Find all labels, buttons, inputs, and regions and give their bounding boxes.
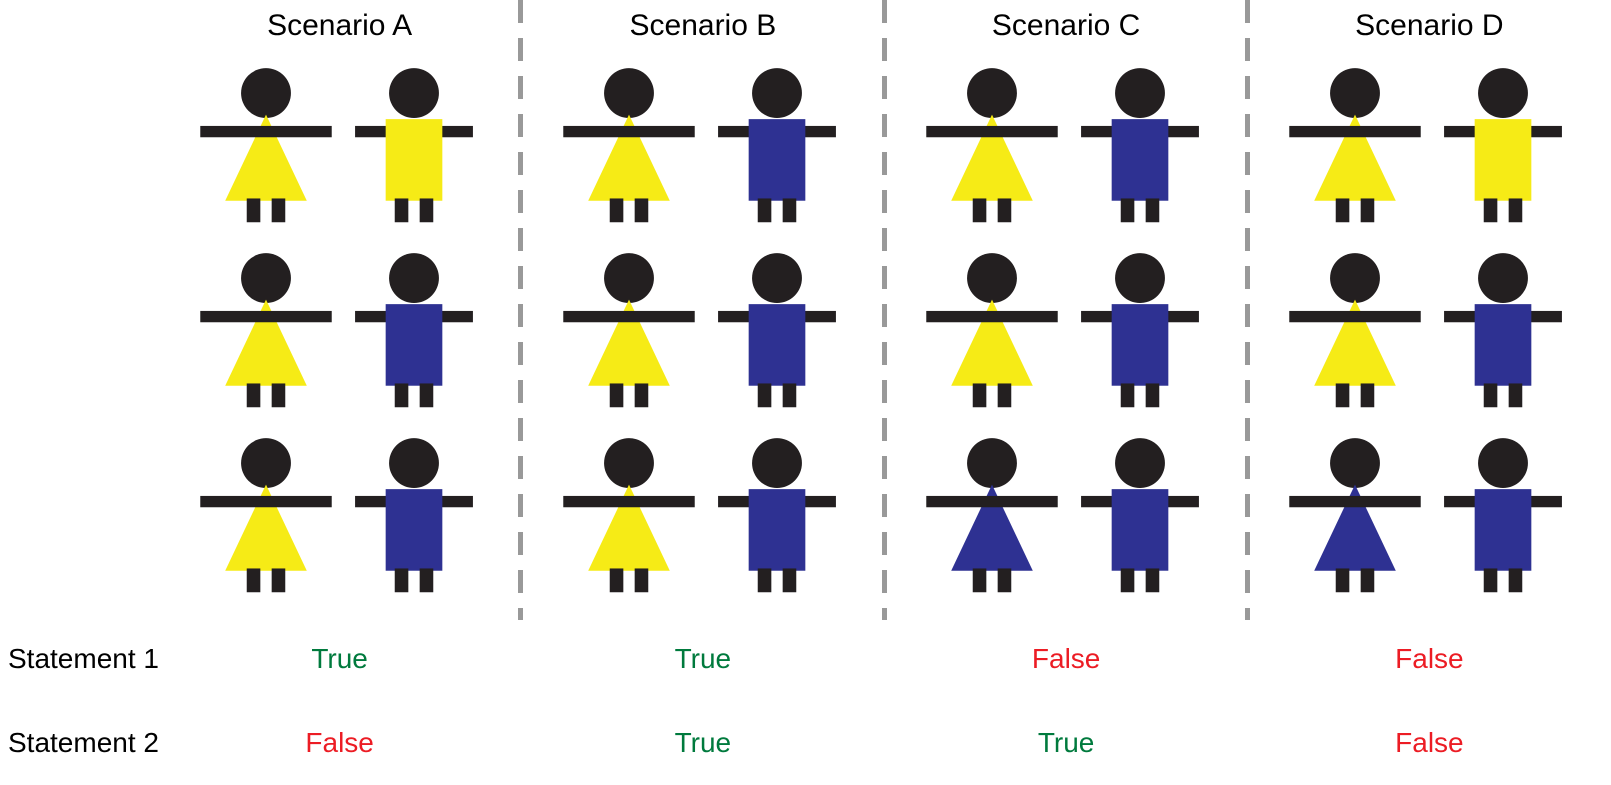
scenario-title: Scenario C <box>991 9 1141 42</box>
boy-figure-icon <box>1081 253 1200 408</box>
statement-2-value-d: False <box>1395 727 1464 758</box>
header-spacer <box>0 0 158 52</box>
girl-figure-icon <box>1289 68 1422 223</box>
girl-figure-icon <box>1289 253 1422 408</box>
statement-1-value-a: True <box>311 643 368 674</box>
figure-rows <box>521 52 884 617</box>
figure-pair-row <box>158 252 521 411</box>
figure-pair-row <box>885 67 1248 226</box>
figure-pair-row <box>521 437 884 596</box>
girl-figure-icon <box>199 253 332 408</box>
girl-figure-icon <box>926 68 1058 223</box>
statement-2-value-c: True <box>1037 727 1095 758</box>
statement-1-value-d: False <box>1395 643 1464 674</box>
boy-figure-icon <box>354 438 473 593</box>
girl-figure-icon <box>563 253 695 408</box>
figure-pair-row <box>158 67 521 226</box>
boy-figure-icon <box>717 253 836 408</box>
scenario-divider-dashed-line <box>1244 0 1250 620</box>
girl-figure-icon <box>926 253 1058 408</box>
figure-rows <box>158 52 521 617</box>
girl-figure-icon <box>926 438 1058 593</box>
figure-pair-row <box>521 252 884 411</box>
figure-pair-row <box>885 252 1248 411</box>
figure-rows <box>1248 52 1611 617</box>
scenario-divider-dashed-line <box>518 0 524 620</box>
figure-pair-row <box>1248 67 1611 226</box>
girl-figure-icon <box>199 68 332 223</box>
statement-1-value-b: True <box>674 643 732 674</box>
boy-figure-icon <box>354 68 473 223</box>
girl-figure-icon <box>563 68 695 223</box>
figure-pair-row <box>158 437 521 596</box>
boy-figure-icon <box>1444 253 1563 408</box>
scenario-columns: Scenario A True False Scenario B True Tr… <box>158 0 1611 785</box>
statement-label-column: Statement 1 Statement 2 <box>0 0 159 785</box>
statement-2-label: Statement 2 <box>8 727 159 758</box>
scenario-title: Scenario B <box>629 9 777 42</box>
boy-figure-icon <box>1444 438 1563 593</box>
boy-figure-icon <box>354 253 473 408</box>
figures-spacer <box>0 52 158 617</box>
scenario-column-c: Scenario C False True <box>881 0 1248 785</box>
boy-figure-icon <box>717 438 836 593</box>
statement-1-value-c: False <box>1031 643 1101 674</box>
scenario-column-a: Scenario A True False <box>158 0 521 785</box>
boy-figure-icon <box>717 68 836 223</box>
scenario-column-d: Scenario D False False <box>1244 0 1611 785</box>
figure-rows <box>885 52 1248 617</box>
girl-figure-icon <box>199 438 332 593</box>
girl-figure-icon <box>563 438 695 593</box>
figure-pair-row <box>521 67 884 226</box>
statement-1-label: Statement 1 <box>8 643 159 674</box>
figure-pair-row <box>885 437 1248 596</box>
scenario-column-b: Scenario B True True <box>518 0 884 785</box>
scenario-title: Scenario A <box>267 9 413 42</box>
statement-2-value-a: False <box>305 727 374 758</box>
figure-pair-row <box>1248 252 1611 411</box>
boy-figure-icon <box>1081 438 1200 593</box>
girl-figure-icon <box>1289 438 1422 593</box>
scenario-divider-dashed-line <box>881 0 887 620</box>
boy-figure-icon <box>1081 68 1200 223</box>
figure-pair-row <box>1248 437 1611 596</box>
scenario-title: Scenario D <box>1355 9 1504 42</box>
statement-2-value-b: True <box>674 727 732 758</box>
boy-figure-icon <box>1444 68 1563 223</box>
